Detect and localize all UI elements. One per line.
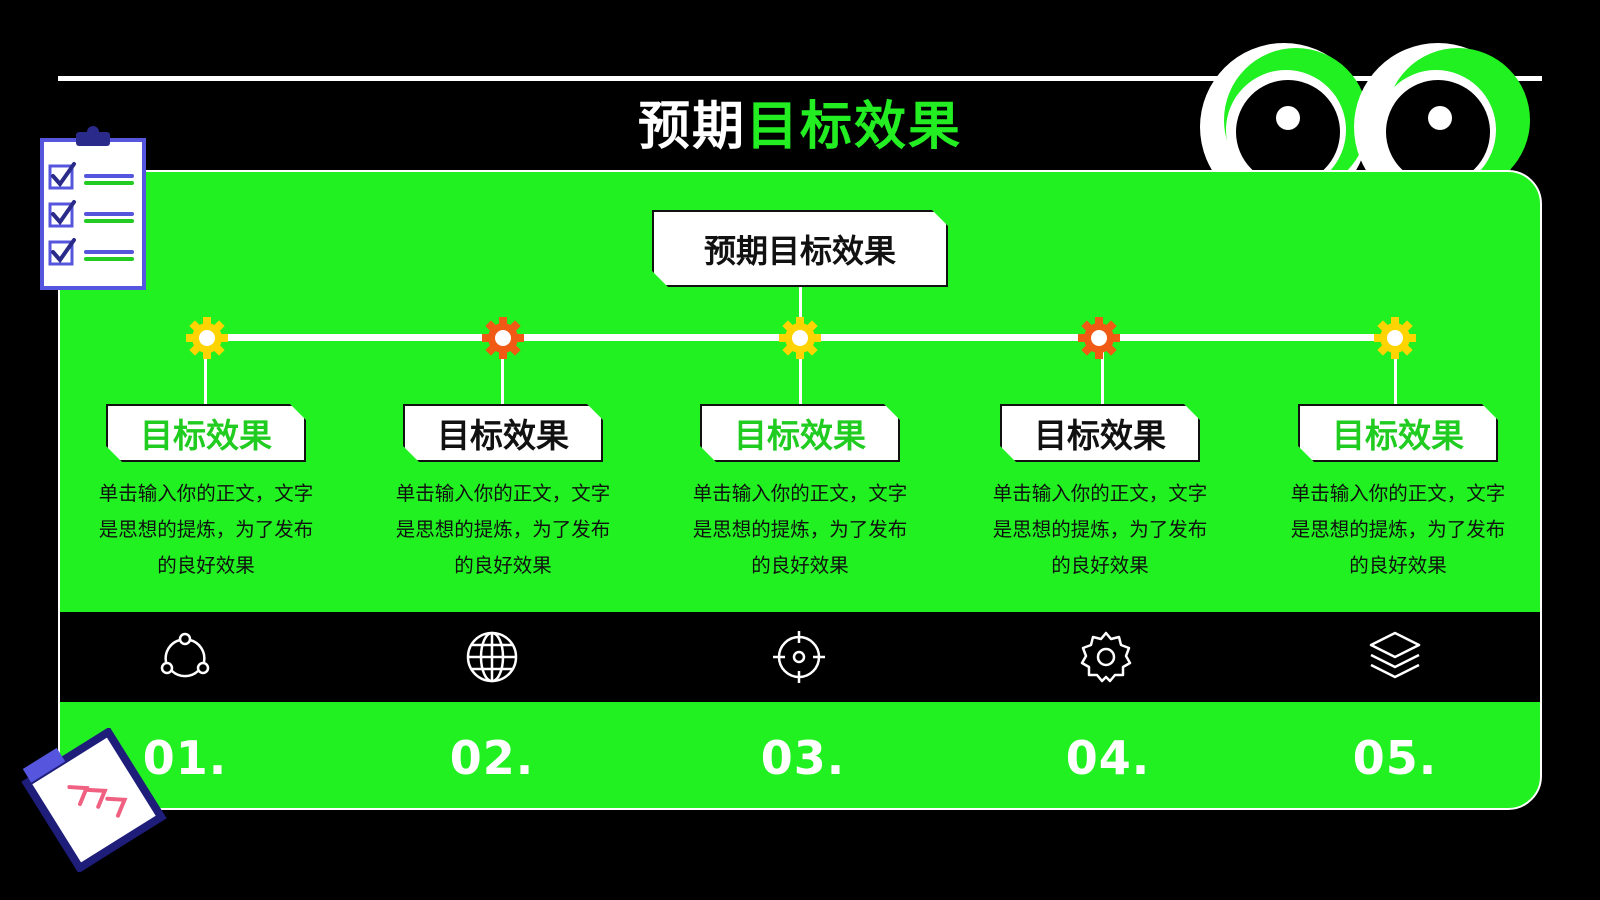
clipboard-icon <box>21 728 167 872</box>
item-number: 02. <box>449 731 535 785</box>
card-label: 目标效果 <box>1000 404 1200 462</box>
item-connector <box>1101 340 1104 406</box>
title-green-part: 目标效果 <box>746 97 963 157</box>
item-connector <box>1394 340 1397 406</box>
clipboard-checklist-icon <box>40 126 146 290</box>
gear-marker-icon <box>482 317 524 359</box>
card-label: 目标效果 <box>403 404 603 462</box>
item-connector <box>501 340 504 406</box>
card-label: 目标效果 <box>106 404 306 462</box>
title-white-part: 预期 <box>637 97 746 157</box>
crosshair-target-icon <box>773 631 825 683</box>
card-label: 目标效果 <box>1298 404 1498 462</box>
item-number: 03. <box>760 731 846 785</box>
item-number: 04. <box>1065 731 1151 785</box>
slide-title: 预期目标效果 <box>0 92 1600 162</box>
item-number: 01. <box>142 731 228 785</box>
card-body-text: 单击输入你的正文，文字 是思想的提炼，为了发布 的良好效果 <box>692 482 908 577</box>
gear-marker-icon <box>1374 317 1416 359</box>
gear-marker-icon <box>1078 317 1120 359</box>
card-body-text: 单击输入你的正文，文字 是思想的提炼，为了发布 的良好效果 <box>1290 482 1506 577</box>
card-body-text: 单击输入你的正文，文字 是思想的提炼，为了发布 的良好效果 <box>992 482 1208 577</box>
center-connector <box>799 287 802 337</box>
card-body-text: 单击输入你的正文，文字 是思想的提炼，为了发布 的良好效果 <box>98 482 314 577</box>
layers-icon <box>1369 631 1421 679</box>
icon-band <box>60 612 1540 702</box>
item-connector <box>799 340 802 406</box>
card-label: 目标效果 <box>700 404 900 462</box>
card-body-text: 单击输入你的正文，文字 是思想的提炼，为了发布 的良好效果 <box>395 482 611 577</box>
item-number: 05. <box>1352 731 1438 785</box>
item-connector <box>204 340 207 406</box>
gear-icon <box>1080 631 1132 683</box>
gear-marker-icon <box>779 317 821 359</box>
globe-icon <box>466 631 518 683</box>
gear-marker-icon <box>186 317 228 359</box>
center-callout: 预期目标效果 <box>652 210 948 287</box>
refresh-cycle-icon <box>160 632 210 678</box>
top-divider-line <box>58 76 1542 81</box>
eyes-decoration <box>1200 43 1530 170</box>
